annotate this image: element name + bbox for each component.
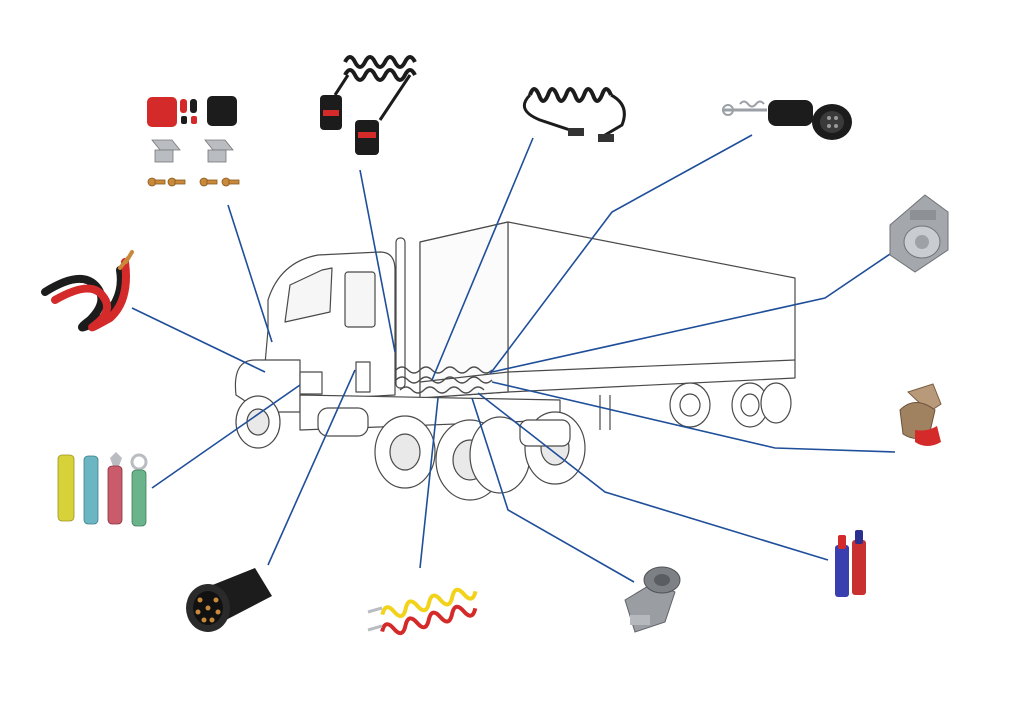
leader-gladhand-grey xyxy=(471,397,635,583)
leader-coiled-cable-with-plugs xyxy=(359,169,396,353)
leader-coiled-extension-lead xyxy=(431,137,534,381)
air-coils-icon[interactable] xyxy=(367,585,478,637)
leader-plug-with-spring xyxy=(489,134,753,375)
battery-cable-icon[interactable] xyxy=(41,250,134,332)
coiled-cable-with-plugs-icon[interactable] xyxy=(320,55,417,155)
heat-shrink-terminals-icon[interactable] xyxy=(57,452,148,527)
seven-pin-plug-icon[interactable] xyxy=(186,568,272,632)
leader-lines xyxy=(131,134,896,583)
leader-heat-shrink-terminals xyxy=(151,384,301,489)
leader-battery-terminal-kit xyxy=(227,204,273,343)
tractor-cab xyxy=(234,237,586,501)
coiled-lead-icon[interactable] xyxy=(522,87,626,142)
front-wheel xyxy=(235,395,281,449)
butt-connectors-icon[interactable] xyxy=(835,530,866,597)
semi-truck-illustration xyxy=(234,221,796,501)
leader-battery-cables xyxy=(131,307,266,373)
trailer-wheels xyxy=(599,382,792,430)
leader-air-coils xyxy=(419,397,439,569)
trailer-box xyxy=(419,221,796,430)
leader-brake-coupling-red xyxy=(491,381,896,453)
leader-trailer-socket xyxy=(491,251,894,373)
plug-with-spring-icon[interactable] xyxy=(722,100,852,140)
coiled-connection-lines xyxy=(395,366,493,394)
battery-terminals-and-lugs-icon[interactable] xyxy=(147,96,240,187)
leader-seven-pin-plug xyxy=(267,369,356,566)
gladhand-grey-icon[interactable] xyxy=(624,566,681,633)
leader-butt-connectors-blue-red xyxy=(477,392,829,561)
gladhand-coupling-icon[interactable] xyxy=(899,383,942,446)
trailer-socket-icon[interactable] xyxy=(889,194,949,273)
